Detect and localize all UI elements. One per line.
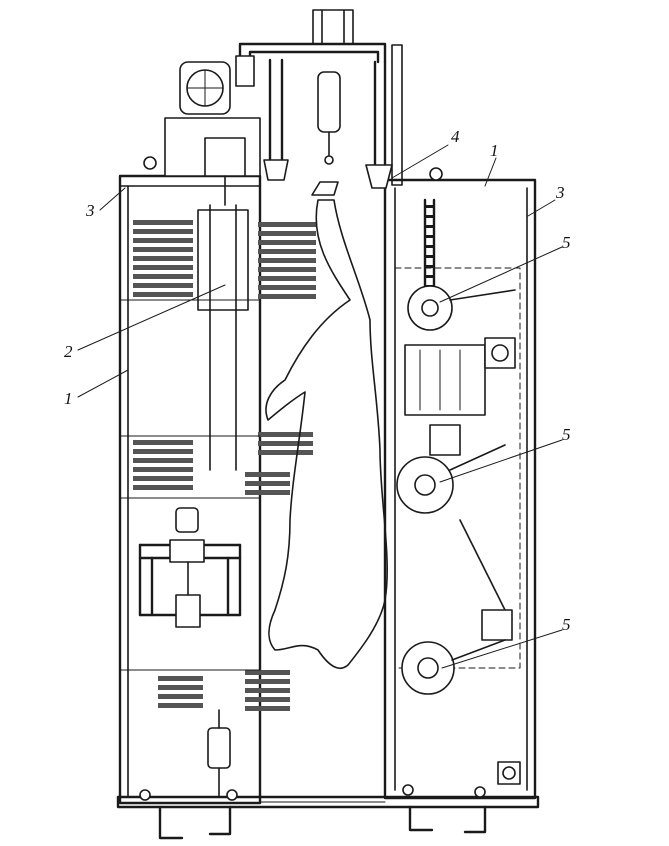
label-5-middle: 5: [562, 425, 571, 444]
motor-icon: [164, 61, 261, 206]
callout-leaders: [77, 144, 563, 669]
motor-icon: [394, 267, 521, 785]
spray-pipe-manifold: [235, 42, 387, 167]
label-5-bottom: 5: [562, 615, 571, 634]
pipe-valve-icon: [138, 507, 242, 798]
support-foot-icon: [139, 156, 487, 840]
carcass-outline: [265, 199, 388, 669]
roller-brush-icon: [119, 204, 316, 711]
carcass-hook-icon: [311, 71, 341, 196]
label-3-left: 3: [85, 201, 95, 220]
label-2: 2: [64, 342, 73, 361]
label-1-left: 1: [64, 389, 73, 408]
label-1-right: 1: [490, 141, 499, 160]
callout-labels: 3 2 1 4 1 3 5 5 5: [64, 127, 571, 634]
overhead-rail: [309, 9, 357, 45]
label-5-top: 5: [562, 233, 571, 252]
label-4: 4: [451, 127, 460, 146]
nozzle-icon: [263, 159, 393, 189]
roller-brush-icon: [423, 198, 436, 302]
label-3-right: 3: [555, 183, 565, 202]
